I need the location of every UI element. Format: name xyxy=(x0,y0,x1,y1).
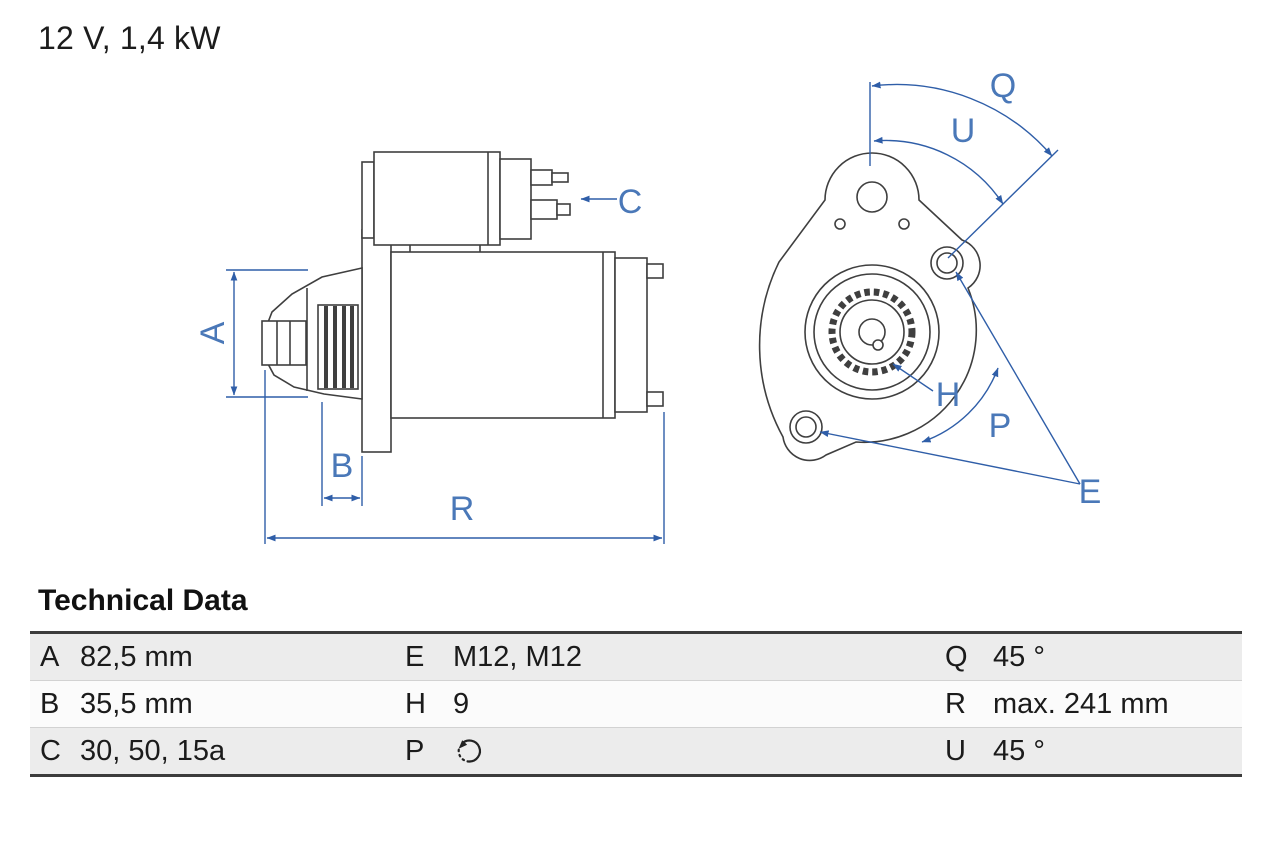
page-title: 12 V, 1,4 kW xyxy=(38,20,221,56)
param-key-e: E xyxy=(405,640,425,673)
rotation-ccw-icon xyxy=(457,739,481,763)
right-mounting-hole xyxy=(930,246,964,280)
small-hole-right xyxy=(898,218,910,230)
table-row: C 30, 50, 15a P U 45 ° xyxy=(30,727,1242,774)
param-key-p: P xyxy=(405,734,425,767)
dim-leader-e1 xyxy=(955,271,1081,485)
technical-drawing: A B R C Q U H P E xyxy=(194,67,1101,544)
dim-label-p: P xyxy=(989,407,1012,445)
param-value-u: 45 ° xyxy=(993,734,1045,767)
param-key-h: H xyxy=(405,687,426,720)
param-value-c: 30, 50, 15a xyxy=(80,734,226,767)
param-value-e: M12, M12 xyxy=(453,640,582,673)
dim-label-u: U xyxy=(951,112,976,150)
solenoid xyxy=(361,151,532,246)
technical-data-table: A 82,5 mm E M12, M12 Q 45 ° B 35,5 mm H … xyxy=(30,631,1242,777)
dim-arc-u xyxy=(873,136,1004,205)
mounting-flange xyxy=(361,229,392,453)
param-key-q: Q xyxy=(945,640,968,673)
solenoid-terminals xyxy=(530,169,571,220)
center-boss xyxy=(804,264,940,400)
dim-leader-e2 xyxy=(819,430,1081,485)
technical-data-heading: Technical Data xyxy=(38,584,248,617)
motor-body xyxy=(390,245,664,419)
table-row: A 82,5 mm E M12, M12 Q 45 ° xyxy=(30,634,1242,680)
param-value-q: 45 ° xyxy=(993,640,1045,673)
dim-label-h: H xyxy=(936,376,961,414)
param-value-a: 82,5 mm xyxy=(80,640,193,673)
pinion-gear xyxy=(317,304,359,390)
technical-data-section: Technical Data A 82,5 mm E M12, M12 Q 45… xyxy=(0,584,1280,777)
front-view-drawing xyxy=(758,152,981,462)
dim-label-r: R xyxy=(450,490,475,528)
dim-label-q: Q xyxy=(990,67,1016,105)
dim-label-c: C xyxy=(618,183,643,221)
param-key-b: B xyxy=(40,687,60,720)
small-hole-left xyxy=(834,218,846,230)
dim-label-e: E xyxy=(1079,473,1102,511)
drive-shaft xyxy=(261,320,307,366)
side-view-drawing xyxy=(261,151,664,453)
param-key-u: U xyxy=(945,734,966,767)
dim-arc-p xyxy=(921,367,999,443)
table-row: B 35,5 mm H 9 R max. 241 mm xyxy=(30,680,1242,727)
bottom-mounting-hole xyxy=(789,410,823,444)
param-key-c: C xyxy=(40,734,61,767)
top-mounting-hole xyxy=(856,181,888,213)
param-value-b: 35,5 mm xyxy=(80,687,193,720)
dimension-lines xyxy=(226,81,1081,544)
dim-label-b: B xyxy=(331,447,354,485)
dim-arc-q xyxy=(871,81,1053,157)
param-key-a: A xyxy=(40,640,60,673)
param-key-r: R xyxy=(945,687,966,720)
dimension-labels: A B R C Q U H P E xyxy=(194,67,1101,528)
param-value-r: max. 241 mm xyxy=(993,687,1169,720)
param-value-h: 9 xyxy=(453,687,470,720)
gear-ring xyxy=(828,288,916,376)
param-value-p xyxy=(445,735,935,767)
dim-label-a: A xyxy=(194,321,232,344)
